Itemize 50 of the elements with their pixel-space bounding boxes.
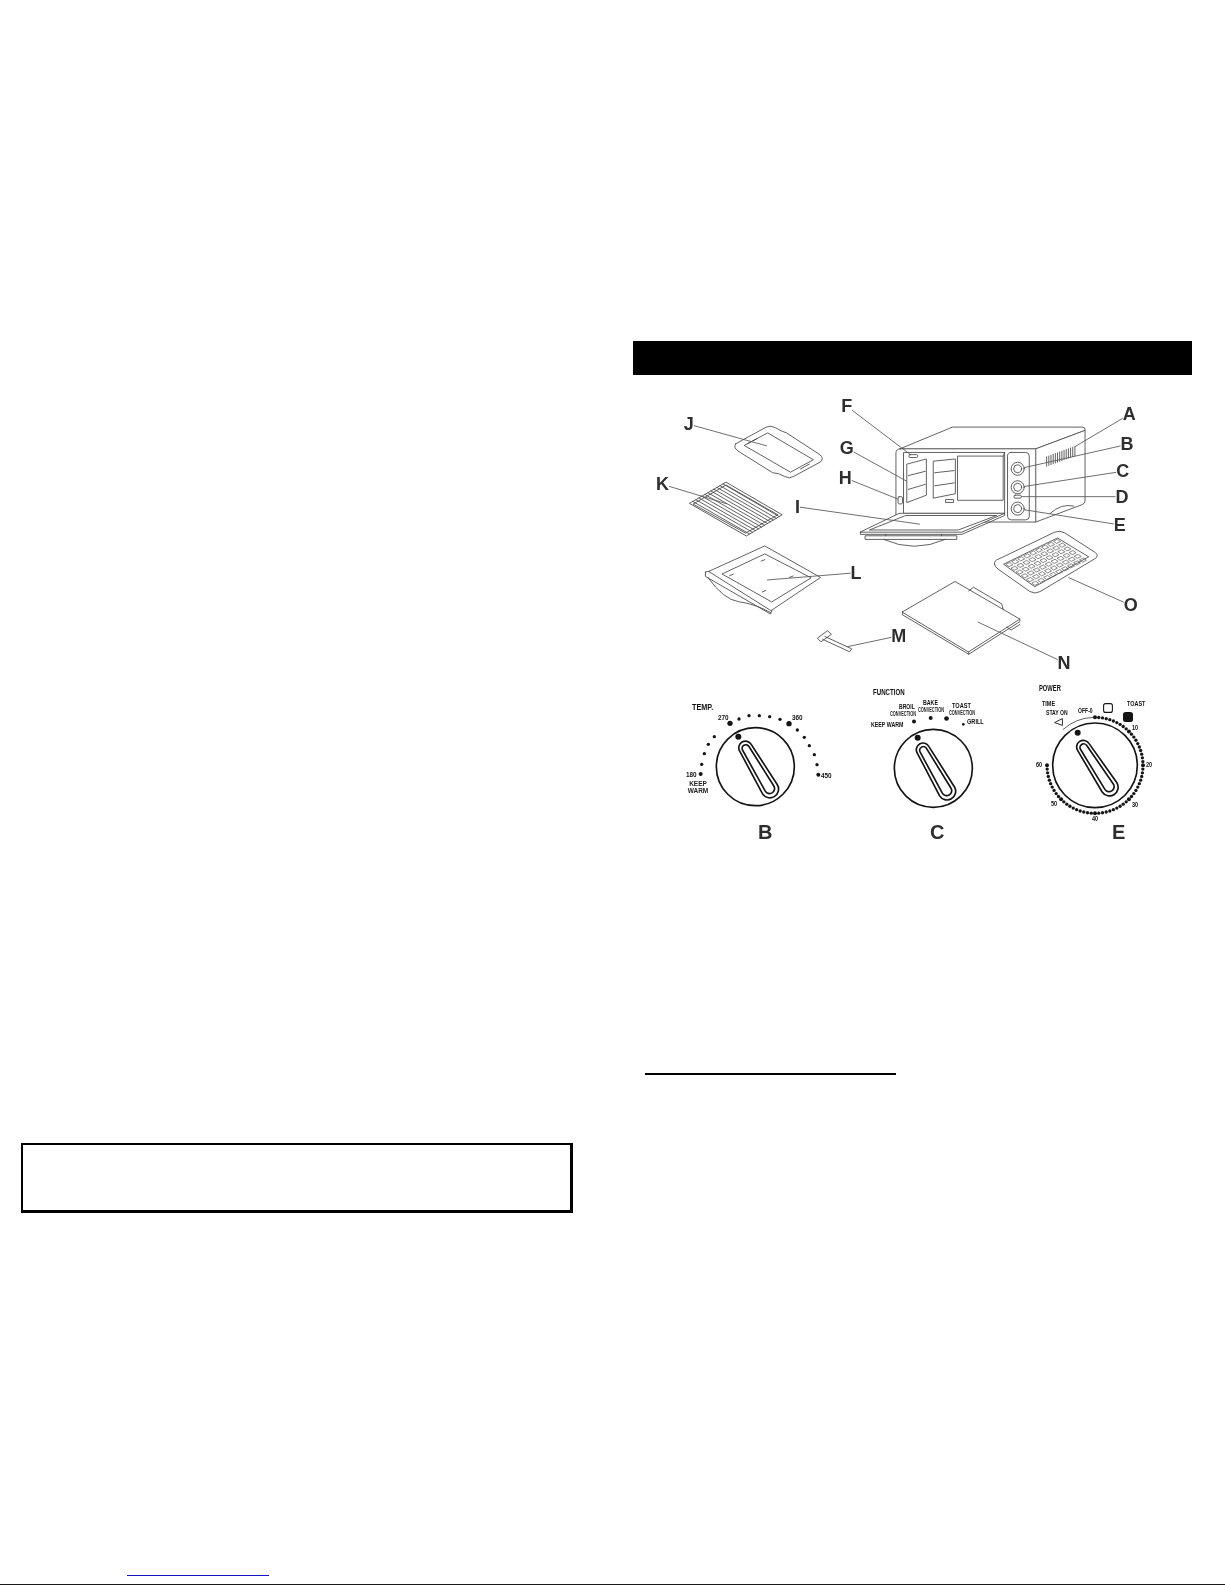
leader-line [1074,417,1124,448]
leader-line [1020,496,1116,498]
leader-line [668,485,728,505]
leader-line [853,451,908,482]
callout-letter: M [891,626,907,645]
callout-letter: D [1115,487,1129,506]
callout-letter: I [794,497,800,516]
callout-letter: L [850,563,862,582]
callout-letter: B [1120,435,1134,454]
callout-letter: B [758,822,773,842]
control-knob [1010,480,1025,495]
leader-line [1023,471,1117,487]
callout-letter: K [656,475,670,494]
dial-label: FUNCTION [872,688,905,697]
indicator-light [1013,494,1022,499]
grill-pan-drawing [993,530,1098,594]
rack-guide-drawing [906,458,956,503]
rack-tool-drawing [817,630,853,653]
callout-letter: G [839,439,854,458]
leader-line [766,572,851,581]
control-knob [1010,501,1025,516]
callout-letter: E [1113,515,1126,534]
dial-label: POWER [1039,684,1062,693]
leader-line [846,636,892,648]
callout-letter: F [841,397,853,416]
callout-letter: E [1112,822,1126,842]
leader-line [799,506,921,525]
vent-grille [1046,445,1076,467]
leader-line [1023,509,1115,525]
control-knob [1010,461,1025,476]
baking-pan-drawing [704,545,821,615]
callout-letter: O [1123,596,1138,615]
leader-line [693,425,768,447]
dial-label: TEMP. [691,702,713,712]
hinge [897,496,903,505]
bracket [908,454,919,458]
leader-line [1067,577,1125,603]
callout-letter: H [838,468,852,487]
leader-line [851,409,911,456]
door-drawing [860,512,1006,547]
callout-letter: C [1116,462,1130,481]
leader-line [977,621,1058,660]
callout-letter: A [1122,405,1136,424]
baking-tray-drawing [734,425,823,479]
wire-rack-drawing [689,481,783,537]
callout-letter: N [1057,653,1071,672]
leader-line [1023,445,1121,469]
callout-letter: J [683,415,694,434]
callout-letter: C [930,822,945,842]
leader-line [851,480,899,500]
